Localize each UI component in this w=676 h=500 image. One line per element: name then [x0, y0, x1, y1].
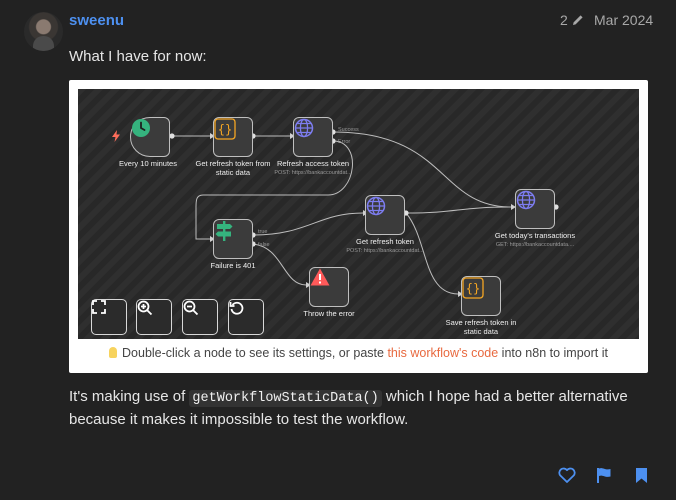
- signpost-icon: [215, 221, 233, 241]
- svg-text:{}: {}: [466, 282, 480, 296]
- zoom-in-icon: [137, 300, 153, 316]
- bulb-icon: [109, 347, 118, 358]
- node-label: Throw the error: [303, 309, 355, 318]
- node-refresh-access-token[interactable]: [293, 117, 333, 157]
- post-body: It's making use of getWorkflowStaticData…: [69, 386, 649, 430]
- node-subtitle: POST: https://bankaccountdat...: [274, 170, 352, 176]
- conn-refresh-today: [332, 131, 512, 208]
- import-hint: Double-click a node to see its settings,…: [69, 346, 648, 360]
- zoom-in-button[interactable]: [136, 299, 172, 335]
- workflow-canvas[interactable]: Every 10 minutes {} Get refresh token fr…: [78, 89, 639, 339]
- node-label: Get refresh token: [356, 237, 414, 246]
- clock-icon: [132, 119, 150, 137]
- svg-text:{}: {}: [218, 123, 232, 137]
- body-text-start: It's making use of: [69, 388, 190, 405]
- node-subtitle: GET: https://bankaccountdata....: [495, 242, 575, 248]
- intro-text: What I have for now:: [69, 48, 207, 65]
- node-get-refresh-token[interactable]: [365, 195, 405, 235]
- hint-text: Double-click a node to see its settings,…: [122, 346, 388, 360]
- pencil-icon: [572, 15, 583, 25]
- flag-button[interactable]: [594, 465, 614, 485]
- flag-icon: [597, 467, 611, 483]
- node-label: Refresh access token: [276, 159, 350, 168]
- port-label-true: true: [258, 229, 268, 235]
- post-date[interactable]: Mar 2024: [594, 12, 654, 28]
- conn-getnewref-save: [405, 212, 459, 295]
- port-label-false: false: [258, 242, 270, 248]
- node-every-10-minutes[interactable]: [130, 117, 170, 157]
- port-label-success: Success: [338, 127, 359, 133]
- conn-refresh-failure: [195, 140, 353, 240]
- warning-icon: [310, 268, 330, 286]
- node-failure-is-401[interactable]: [213, 219, 253, 259]
- node-save-refresh-token[interactable]: {}: [461, 276, 501, 316]
- node-label: Get today's transactions: [494, 231, 576, 240]
- globe-icon: [294, 118, 314, 138]
- workflow-code-link[interactable]: this workflow's code: [387, 346, 499, 360]
- like-button[interactable]: [557, 465, 577, 485]
- globe-icon: [516, 190, 536, 210]
- zoom-out-icon: [183, 300, 199, 316]
- avatar[interactable]: [24, 12, 63, 51]
- fit-view-button[interactable]: [91, 299, 127, 335]
- braces-icon: {}: [462, 277, 484, 299]
- node-get-todays-transactions[interactable]: [515, 189, 555, 229]
- bookmark-button[interactable]: [631, 465, 651, 485]
- conn-failure-getnewref: [252, 212, 364, 236]
- conn-getnewref-today: [405, 206, 512, 214]
- reset-zoom-button[interactable]: [228, 299, 264, 335]
- edit-count: 2: [560, 12, 568, 28]
- braces-icon: {}: [214, 118, 236, 140]
- node-label: Failure is 401: [210, 261, 256, 270]
- globe-icon: [366, 196, 386, 216]
- bookmark-icon: [635, 467, 647, 483]
- edit-history[interactable]: 2: [560, 12, 585, 28]
- reset-icon: [229, 301, 244, 315]
- node-label: Get refresh token from static data: [195, 159, 271, 177]
- workflow-embed: Every 10 minutes {} Get refresh token fr…: [69, 80, 648, 373]
- node-throw-the-error[interactable]: [309, 267, 349, 307]
- fit-view-icon: [92, 300, 106, 314]
- node-get-refresh-token-static[interactable]: {}: [213, 117, 253, 157]
- body-text-end: which I hope had a better alternative be…: [69, 388, 628, 428]
- conn-failure-throw: [252, 243, 307, 286]
- lightning-icon: [112, 130, 120, 142]
- hint-text-end: into n8n to import it: [498, 346, 608, 360]
- port-label-error: Error: [338, 139, 351, 145]
- inline-code: getWorkflowStaticData(): [189, 390, 382, 407]
- node-label: Save refresh token in static data: [445, 318, 517, 336]
- heart-icon: [558, 467, 576, 483]
- username[interactable]: sweenu: [69, 12, 125, 29]
- zoom-out-button[interactable]: [182, 299, 218, 335]
- node-label: Every 10 minutes: [119, 159, 177, 168]
- node-subtitle: POST: https://bankaccountdat...: [346, 248, 424, 254]
